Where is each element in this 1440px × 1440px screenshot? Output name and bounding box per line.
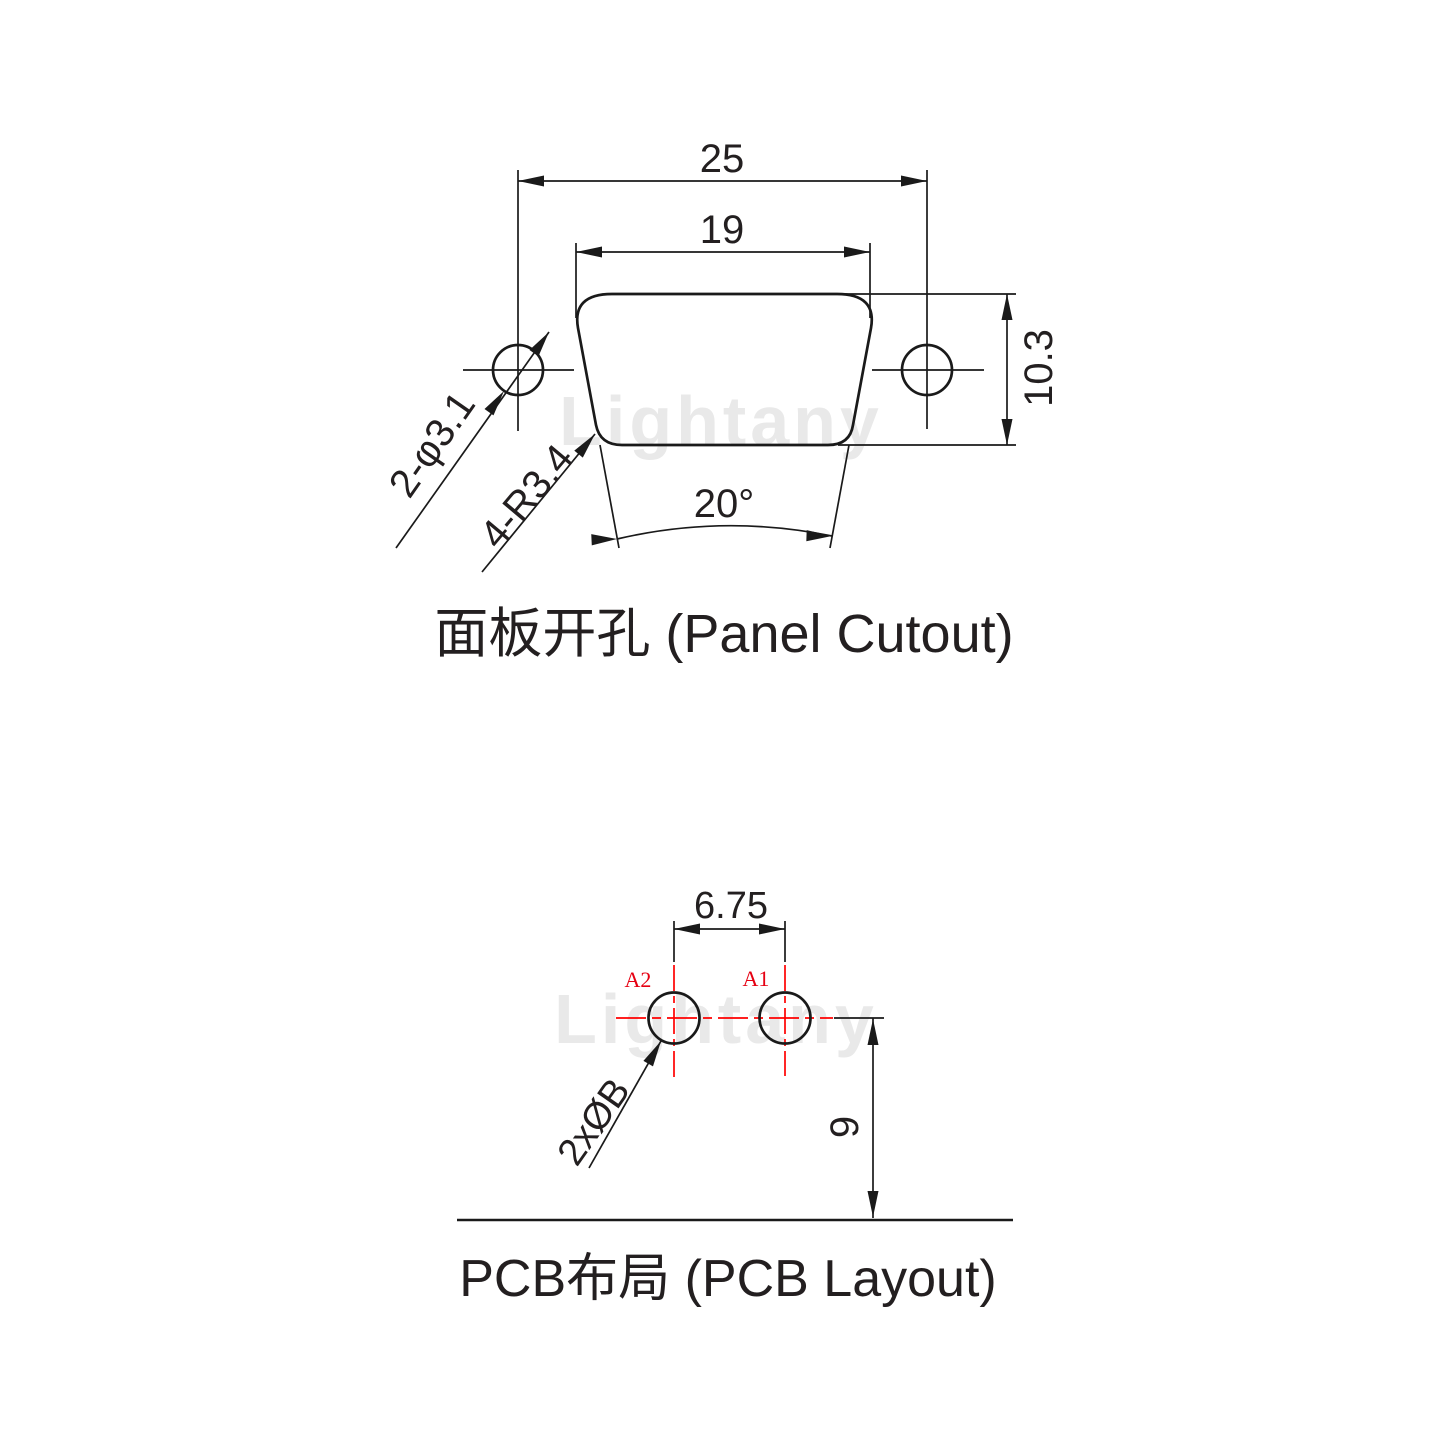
arrowhead — [901, 175, 927, 187]
arrowhead — [518, 175, 544, 187]
pad-a2 — [647, 991, 701, 1045]
leader-line-radius — [481, 433, 596, 573]
arrowhead — [484, 391, 504, 416]
leader-line-holes — [395, 331, 550, 549]
dimension-value-angle: 20° — [694, 482, 755, 526]
arrowhead — [806, 530, 832, 542]
dimension-value-corner-radius: 4-R3.4 — [472, 437, 583, 557]
panel-cutout-caption: 面板开孔 (Panel Cutout) — [434, 604, 1013, 664]
arrowhead — [591, 534, 617, 546]
arrowhead — [1001, 419, 1013, 445]
arrowhead — [1001, 294, 1013, 320]
dimension-value-pad-diameter: 2xØB — [550, 1071, 639, 1173]
dimension-value-edge-distance: 9 — [823, 1116, 867, 1138]
dimension-value-pad-spacing: 6.75 — [694, 885, 768, 927]
dimension-value-inner-width: 19 — [700, 208, 745, 252]
arrowhead — [643, 1041, 661, 1067]
angle-extension-left — [599, 444, 620, 549]
arrowhead — [759, 923, 785, 935]
angle-dimension-arc — [616, 524, 833, 540]
pad-label-a1: A1 — [743, 966, 770, 991]
arrowhead — [574, 434, 595, 458]
arrowhead — [529, 332, 549, 357]
arrowhead — [844, 246, 870, 258]
arrowhead — [867, 1191, 879, 1217]
angle-extension-right — [829, 444, 850, 549]
arrowhead — [576, 246, 602, 258]
pcb-layout-drawing: 6.75 A2 A1 2xØB 9 PCB布局 (PCB Layout) — [457, 885, 1013, 1308]
arrowhead — [867, 1019, 879, 1045]
watermark-top: Lightany — [559, 382, 883, 460]
pcb-layout-caption: PCB布局 (PCB Layout) — [459, 1250, 997, 1308]
pad-a1 — [758, 991, 812, 1045]
dimension-value-height: 10.3 — [1017, 329, 1061, 407]
dimension-value-outer-width: 25 — [700, 137, 745, 181]
cutout-outline — [575, 292, 874, 447]
arrowhead — [674, 923, 700, 935]
watermark-bottom: Lightany — [554, 980, 878, 1058]
pad-label-a2: A2 — [625, 967, 652, 992]
